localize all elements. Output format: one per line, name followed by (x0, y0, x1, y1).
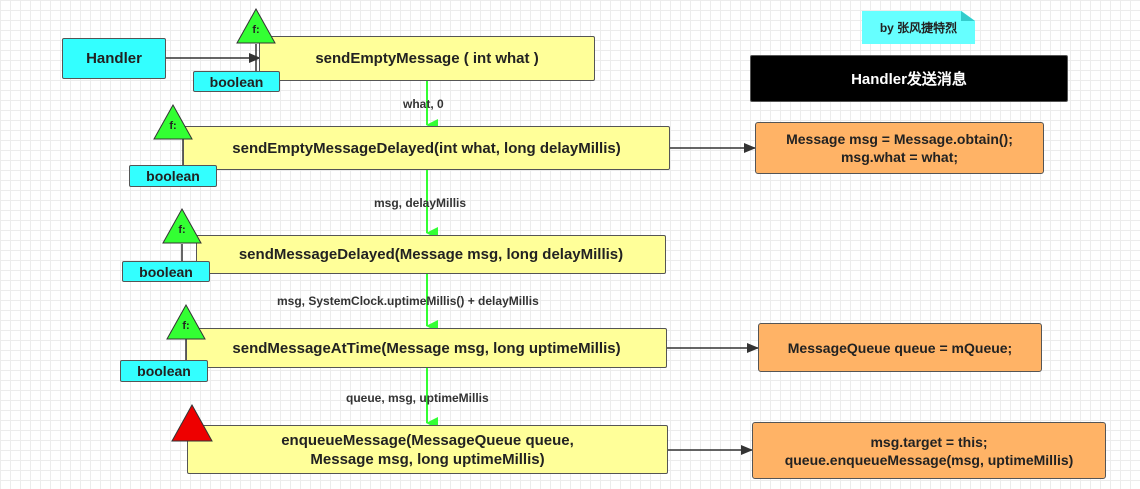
final-marker-icon: f: (153, 104, 193, 140)
method-send-empty-message-delayed[interactable]: sendEmptyMessageDelayed(int what, long d… (183, 126, 670, 170)
edge-label-1: what, 0 (403, 97, 444, 111)
method-enqueue-message[interactable]: enqueueMessage(MessageQueue queue, Messa… (187, 425, 668, 474)
edge-label-2: msg, delayMillis (374, 196, 467, 210)
diagram-title: Handler发送消息 (750, 55, 1068, 102)
return-type-boolean: boolean (193, 71, 280, 92)
private-marker-icon (171, 404, 213, 442)
handler-node[interactable]: Handler (62, 38, 166, 79)
return-type-boolean: boolean (122, 261, 210, 282)
return-type-boolean: boolean (129, 165, 217, 187)
final-marker-icon: f: (162, 208, 202, 244)
final-marker-icon: f: (236, 8, 276, 44)
edge-label-3: msg, SystemClock.uptimeMillis() + delayM… (277, 294, 539, 308)
note-enqueue: msg.target = this; queue.enqueueMessage(… (752, 422, 1106, 479)
note-fold-corner (961, 11, 975, 21)
edge-label-4: queue, msg, uptimeMillis (346, 391, 489, 405)
return-type-boolean: boolean (120, 360, 208, 382)
note-message-obtain: Message msg = Message.obtain(); msg.what… (755, 122, 1044, 174)
method-send-message-delayed[interactable]: sendMessageDelayed(Message msg, long del… (196, 235, 666, 274)
author-note: by 张风捷特烈 (862, 11, 975, 44)
note-message-queue: MessageQueue queue = mQueue; (758, 323, 1042, 372)
method-send-message-at-time[interactable]: sendMessageAtTime(Message msg, long upti… (186, 328, 667, 368)
final-marker-icon: f: (166, 304, 206, 340)
method-send-empty-message[interactable]: sendEmptyMessage ( int what ) (259, 36, 595, 81)
